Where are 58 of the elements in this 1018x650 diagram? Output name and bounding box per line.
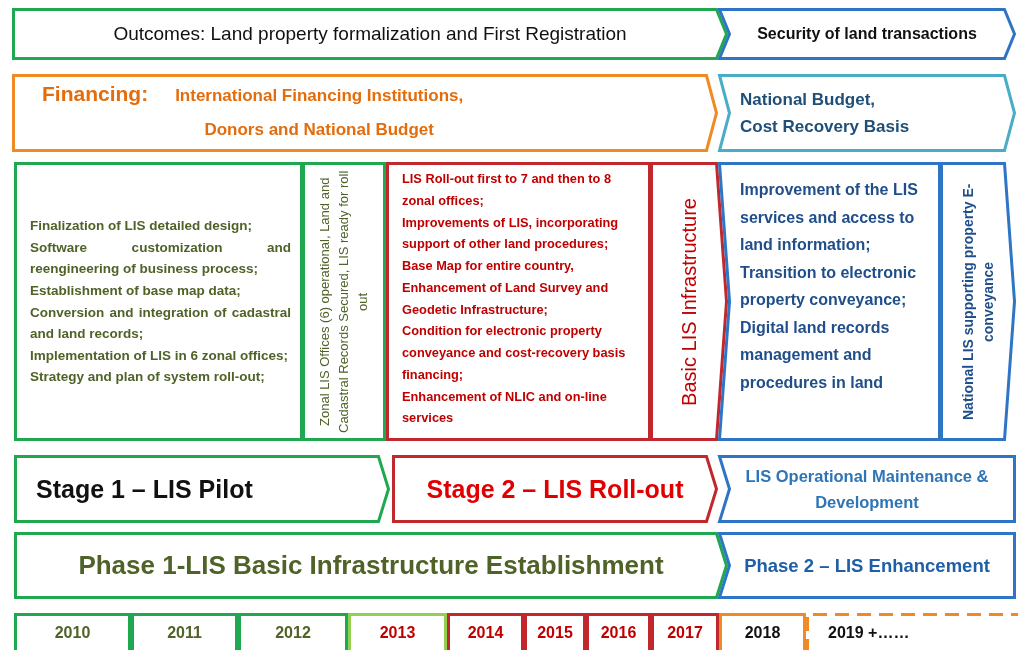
vertical-caption: Basic LIS Infrastructure	[676, 197, 701, 406]
band-title: LIS Operational Maintenance & Development	[744, 465, 990, 513]
band-title: International Financing Institutions, Donors and National Budget	[174, 85, 465, 141]
year-cell	[806, 613, 1018, 650]
list-item: Software customization and reengineering of business process;	[30, 238, 291, 279]
chevron-band	[14, 455, 390, 523]
band-heading: Financing:	[42, 82, 149, 106]
chevron-band	[718, 8, 1016, 60]
list-item: Condition for electronic property conveyance and cost-recovery basis financing;	[402, 322, 627, 384]
year-label: 2015	[537, 623, 573, 644]
chevron-band	[650, 162, 728, 441]
chevron-band	[14, 532, 728, 599]
year-cell	[131, 613, 238, 650]
chevron-band	[718, 74, 1016, 152]
list-item: Transition to electronic property conveyance;	[740, 262, 918, 311]
year-cell	[348, 613, 447, 650]
year-label: 2012	[275, 623, 311, 644]
list-item: Improvements of LIS, incorporating support of other land procedures;	[402, 213, 620, 254]
list-item: Implementation of LIS in 6 zonal offices;	[30, 346, 290, 365]
chevron-band	[940, 162, 1016, 441]
chevron-band	[392, 455, 718, 523]
list-item: Strategy and plan of system roll-out;	[30, 368, 266, 387]
year-label: 2019 +……	[828, 623, 910, 644]
band-title: Stage 1 – LIS Pilot	[36, 474, 253, 505]
list-item: LIS Roll-out first to 7 and then to 8 zonal offices;	[402, 170, 612, 210]
year-label: 2017	[667, 623, 703, 644]
chevron-band	[718, 455, 1016, 523]
band-title: Outcomes: Land property formalization and First Registration	[113, 21, 627, 46]
text-panel	[302, 162, 386, 441]
year-label: 2014	[467, 623, 504, 644]
year-cell	[719, 613, 806, 650]
year-label: 2016	[600, 623, 637, 644]
text-panel	[14, 162, 303, 441]
year-cell	[14, 613, 131, 650]
list-item: Improvement of the LIS services and access to land information;	[740, 180, 919, 256]
year-cell	[524, 613, 586, 650]
year-label: 2013	[379, 623, 416, 644]
vertical-caption: Zonal LIS Offices (6) operational, Land and Cadastral Records Secured, LIS ready for roll out	[315, 169, 371, 434]
band-title: Phase 2 – LIS Enhancement	[744, 553, 990, 578]
band-title: National Budget, Cost Recovery Basis	[740, 88, 911, 138]
year-label: 2011	[167, 623, 202, 644]
year-label: 2010	[54, 623, 91, 644]
list-item: Conversion and integration of cadastral and land records;	[30, 303, 291, 344]
list-item: Establishment of base map data;	[30, 281, 242, 300]
list-item: Finalization of LIS detailed design;	[30, 217, 253, 236]
list-item: Digital land records management and procedures in land	[740, 317, 891, 393]
list-item: Enhancement of NLIC and on-line services	[402, 387, 608, 428]
band-title: Security of land transactions	[757, 24, 977, 45]
year-cell	[586, 613, 651, 650]
band-title: Phase 1-LIS Basic Infrastructure Establishment	[78, 548, 664, 582]
year-cell	[447, 613, 524, 650]
year-label: 2018	[744, 623, 781, 644]
year-cell	[651, 613, 719, 650]
vertical-caption: National LIS supporting property E-conveyance	[958, 182, 997, 422]
chevron-band	[718, 532, 1016, 599]
band-title: Stage 2 – LIS Roll-out	[426, 474, 684, 505]
year-cell	[238, 613, 348, 650]
list-item: Base Map for entire country, Enhancement of Land Survey and Geodetic Infrastructure;	[402, 257, 610, 319]
